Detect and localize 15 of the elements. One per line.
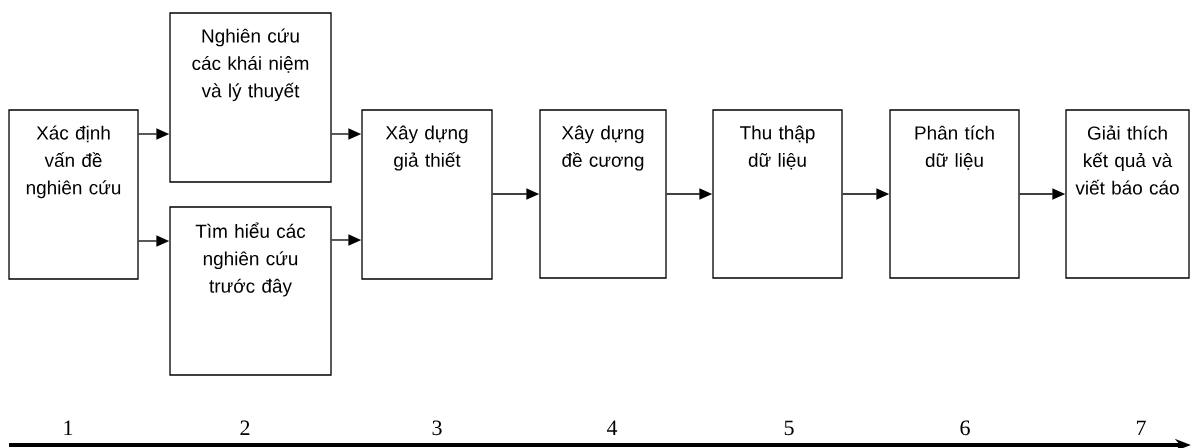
process-box: Xây dựng đề cương	[539, 109, 667, 279]
step-number: 3	[432, 420, 442, 436]
process-box: Nghiên cứu các khái niệm và lý thuyết	[169, 12, 332, 183]
process-box: Xác định vấn đề nghiên cứu	[8, 109, 139, 280]
step-number: 5	[784, 420, 794, 436]
process-box: Giải thích kết quả và viết báo cáo	[1065, 109, 1190, 279]
process-box: Xây dựng giả thiết	[361, 109, 493, 280]
process-box: Thu thập dữ liệu	[712, 109, 843, 279]
step-number: 1	[64, 420, 73, 435]
step-number: 2	[240, 420, 250, 435]
process-box: Tìm hiểu các nghiên cứu trước đây	[169, 206, 332, 376]
step-number: 4	[606, 420, 618, 435]
step-number: 7	[1136, 420, 1146, 435]
step-number: 6	[960, 420, 970, 436]
process-box: Phân tích dữ liệu	[889, 109, 1020, 279]
